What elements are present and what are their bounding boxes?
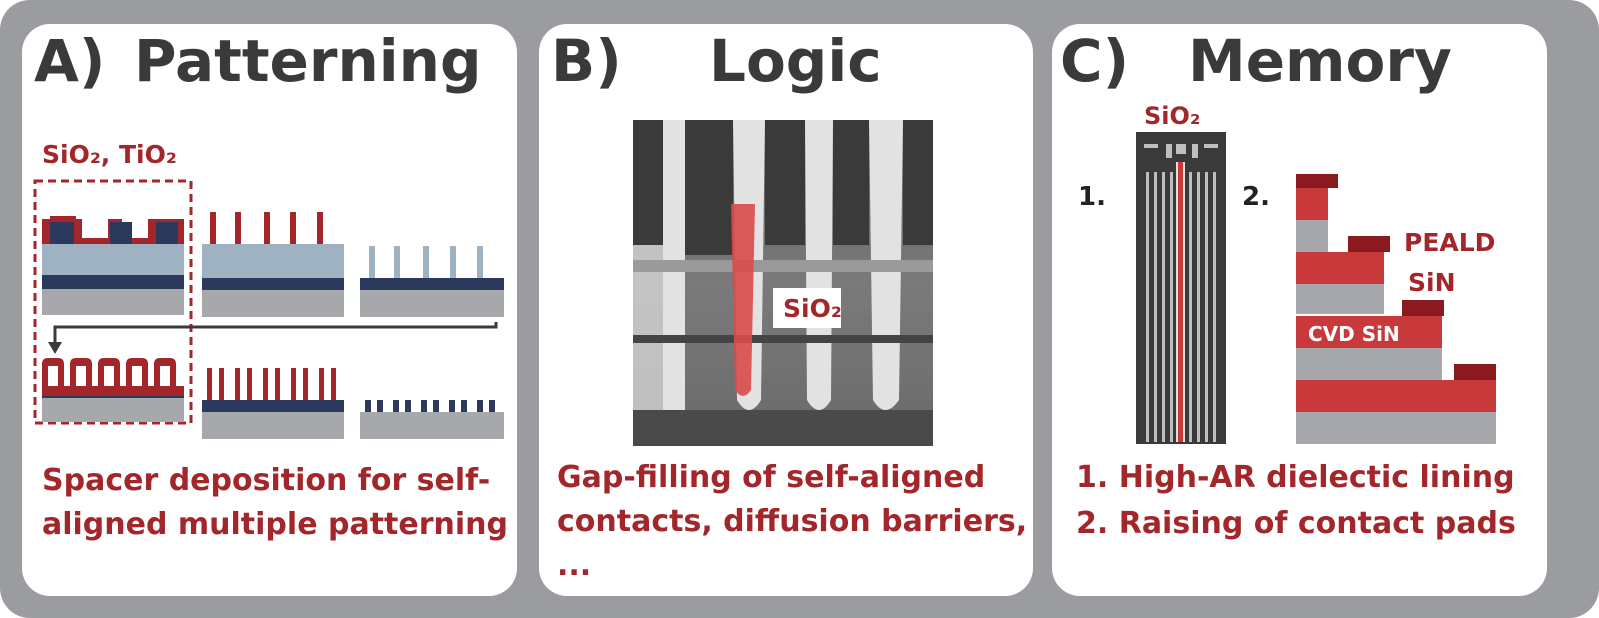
panel-a-title: Patterning <box>134 27 482 95</box>
item-2-label: 2. <box>1242 182 1270 212</box>
stepped-contact-pads <box>1296 174 1496 444</box>
panel-c-caption-line1: 1. High-AR dielectic lining <box>1076 460 1515 495</box>
step-6-final-pattern <box>360 400 504 439</box>
image-sio2-label: SiO₂ <box>783 294 842 323</box>
sio2-label-box <box>773 288 841 328</box>
panel-a-caption-line2: aligned multiple patterning <box>42 507 508 542</box>
patterning-schematic <box>33 179 504 439</box>
panel-a-letter: A) <box>34 27 106 95</box>
panel-b-title: Logic <box>709 27 882 95</box>
panel-b-caption-line2: contacts, diffusion barriers, <box>557 504 1028 539</box>
step-3-pattern-transfer <box>360 246 504 317</box>
materials-label: SiO₂, TiO₂ <box>42 140 177 169</box>
arrow-down-left-icon <box>53 322 498 346</box>
step-2-spacers <box>202 212 344 317</box>
panel-b-letter: B) <box>551 27 622 95</box>
panel-b-caption-line3: ... <box>557 548 592 583</box>
step-4-second-spacers <box>42 358 184 422</box>
dashed-highlight-box <box>33 179 193 425</box>
step-5-doubled-spacers <box>202 368 344 439</box>
high-ar-sio2-lining <box>1178 162 1183 442</box>
step-1-mandrel-deposition <box>42 216 184 315</box>
panel-c-title: Memory <box>1188 27 1452 95</box>
panel-c-letter: C) <box>1060 27 1130 95</box>
high-ar-channel-image <box>1136 132 1226 444</box>
panel-a-caption-line1: Spacer deposition for self- <box>42 463 491 498</box>
peald-label-line1: PEALD <box>1404 228 1496 257</box>
item-1-label: 1. <box>1078 182 1106 212</box>
panel-logic: B) Logic <box>539 24 1033 596</box>
arrow-head-icon <box>48 342 62 354</box>
panel-patterning: A) Patterning SiO₂, TiO₂ <box>22 24 517 596</box>
panel-memory: C) Memory SiO₂ 1. 2. <box>1052 24 1547 596</box>
panel-c-caption-line2: 2. Raising of contact pads <box>1076 506 1516 541</box>
sio2-gapfill-highlight <box>731 204 755 396</box>
peald-label-line2: SiN <box>1408 268 1456 297</box>
cvd-sin-label: CVD SiN <box>1308 322 1400 346</box>
sio2-label-memory: SiO₂ <box>1144 102 1201 130</box>
tem-cross-section-image <box>633 120 933 446</box>
panel-b-caption-line1: Gap-filling of self-aligned <box>557 460 986 495</box>
